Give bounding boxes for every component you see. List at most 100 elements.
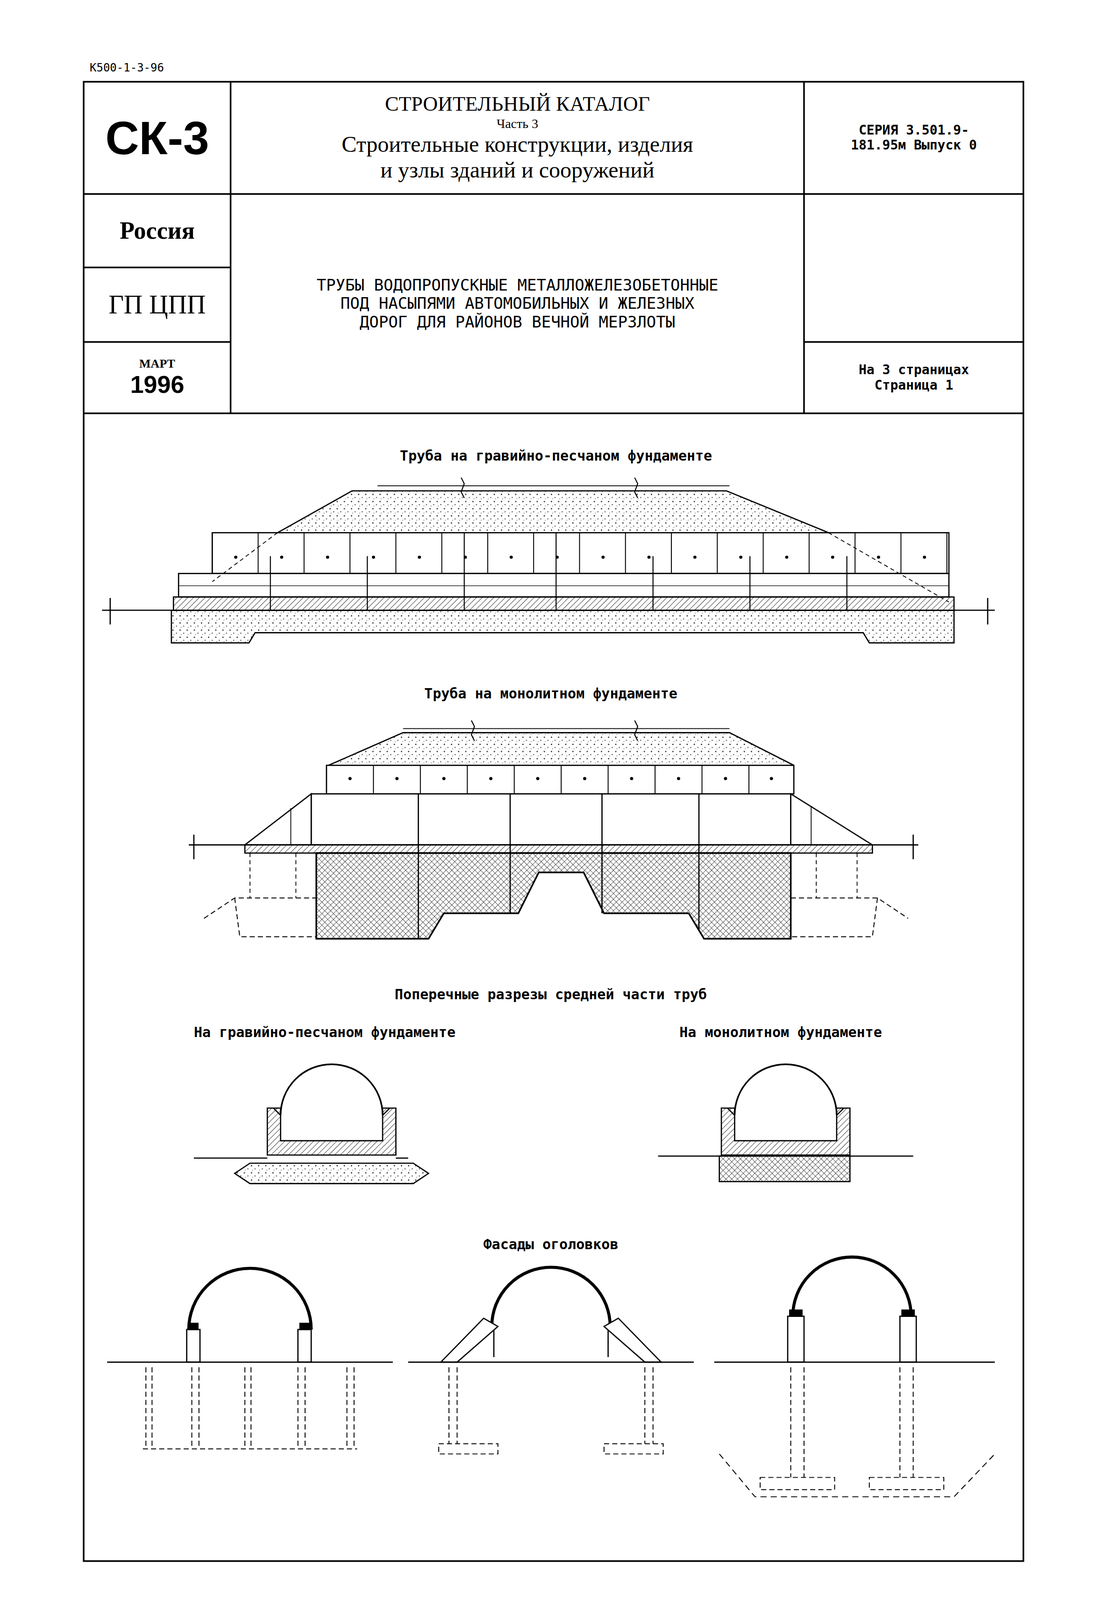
headwall-facades-part bbox=[142, 1367, 358, 1450]
cross-sections-part bbox=[193, 1157, 268, 1160]
pipe-gravel-elevation bbox=[101, 477, 995, 643]
headwall-facades bbox=[106, 1257, 995, 1497]
cross-sections-part bbox=[849, 1155, 913, 1157]
title-text: Часть 3 bbox=[496, 116, 539, 132]
pipe-gravel-elevation-part bbox=[277, 491, 829, 534]
pipe-gravel-elevation-part bbox=[461, 477, 638, 499]
headwall-facades-part bbox=[106, 1361, 393, 1364]
drawing-caption: Фасады оголовков bbox=[483, 1236, 619, 1254]
headwall-facades-part bbox=[188, 1268, 312, 1330]
title-text: МАРТ bbox=[139, 356, 176, 371]
title-text: ГП ЦПП bbox=[108, 289, 206, 320]
title-block-cell: ТРУБЫ ВОДОПРОПУСКНЫЕ МЕТАЛЛОЖЕЛЕЗОБЕТОНН… bbox=[230, 193, 805, 414]
drawing-caption: Труба на монолитном фундаменте bbox=[424, 685, 678, 703]
pipe-gravel-elevation-part bbox=[212, 532, 949, 574]
title-text: На 3 страницах Страница 1 bbox=[850, 362, 977, 393]
cross-sections-part bbox=[234, 1163, 429, 1184]
sheet-frame-part bbox=[803, 81, 805, 414]
pipe-gravel-elevation-part bbox=[377, 485, 730, 487]
headwall-facades-part bbox=[789, 1310, 802, 1317]
pipe-monolith-elevation bbox=[188, 720, 919, 939]
pipe-gravel-elevation-part bbox=[235, 555, 925, 559]
sheet-frame-part bbox=[83, 412, 1024, 414]
pipe-monolith-elevation-part bbox=[790, 793, 873, 845]
headwall-facades-part bbox=[604, 1444, 664, 1455]
title-text: СЕРИЯ 3.501.9-181.95м Выпуск 0 bbox=[850, 122, 977, 153]
headwall-facades-part bbox=[493, 1326, 609, 1358]
title-block-cell: СЕРИЯ 3.501.9-181.95м Выпуск 0 bbox=[804, 81, 1024, 194]
cross-sections-part bbox=[267, 1064, 396, 1155]
pipe-monolith-elevation-part bbox=[328, 732, 794, 766]
title-text: Россия bbox=[119, 216, 195, 245]
pipe-monolith-elevation-part bbox=[326, 765, 794, 794]
pipe-monolith-elevation-part bbox=[244, 845, 873, 854]
headwall-facades-part bbox=[188, 1323, 199, 1330]
drawing-caption: На гравийно-песчаном фундаменте bbox=[193, 1024, 456, 1041]
pipe-gravel-elevation-part bbox=[212, 532, 949, 603]
pipe-monolith-elevation-part bbox=[349, 776, 772, 781]
drawing-caption: На монолитном фундаменте bbox=[679, 1024, 882, 1041]
cross-sections-part bbox=[658, 1155, 722, 1157]
pipe-gravel-elevation-part bbox=[178, 573, 949, 598]
headwall-facades-part bbox=[792, 1257, 912, 1317]
document-code: К500-1-3-96 bbox=[89, 61, 164, 75]
title-text: Строительные конструкции, изделия и узлы… bbox=[307, 131, 728, 183]
pipe-gravel-elevation-part bbox=[171, 610, 955, 643]
sheet-frame-part bbox=[83, 341, 231, 343]
cross-sections-part bbox=[719, 1156, 851, 1183]
pipe-monolith-elevation-part bbox=[204, 897, 909, 937]
pipe-monolith-elevation-part bbox=[326, 765, 794, 794]
title-text: 1996 bbox=[130, 370, 185, 399]
pipe-monolith-elevation-part bbox=[328, 732, 794, 766]
pipe-monolith-elevation-part bbox=[316, 853, 791, 939]
sheet-frame bbox=[83, 81, 1024, 1562]
headwall-facades-part bbox=[440, 1318, 498, 1363]
headwall-facades-part bbox=[299, 1323, 310, 1330]
pipe-gravel-elevation-part bbox=[212, 532, 947, 574]
headwall-facades-part bbox=[787, 1316, 805, 1363]
headwall-facades-part bbox=[186, 1329, 200, 1363]
sheet-frame-part bbox=[229, 81, 232, 414]
drawing-caption: Труба на гравийно-песчаном фундаменте bbox=[399, 447, 713, 465]
title-block-cell: МАРТ1996 bbox=[83, 341, 231, 414]
sheet-frame-part bbox=[83, 266, 231, 269]
pipe-gravel-elevation-part bbox=[173, 597, 955, 611]
cross-sections-part bbox=[395, 1157, 408, 1160]
headwall-facades-part bbox=[298, 1329, 312, 1363]
headwall-facades-part bbox=[604, 1318, 662, 1363]
title-block-cell: На 3 страницах Страница 1 bbox=[804, 341, 1024, 414]
pipe-monolith-elevation-part bbox=[311, 793, 791, 845]
title-block-cell: СК-3 bbox=[83, 81, 231, 194]
title-text: СТРОИТЕЛЬНЫЙ КАТАЛОГ bbox=[384, 92, 650, 117]
pipe-monolith-elevation-part bbox=[244, 793, 312, 845]
pipe-gravel-elevation-part bbox=[277, 491, 829, 534]
title-text: ТРУБЫ ВОДОПРОПУСКНЫЕ МЕТАЛЛОЖЕЛЕЗОБЕТОНН… bbox=[307, 276, 728, 331]
sheet-frame-part bbox=[804, 341, 1024, 343]
headwall-facades-part bbox=[899, 1316, 917, 1363]
sheet-frame-part bbox=[83, 193, 1024, 195]
headwall-facades-part bbox=[902, 1310, 915, 1317]
pipe-gravel-elevation-part bbox=[110, 598, 988, 625]
sheet-frame-part bbox=[83, 81, 1024, 1562]
title-block-cell: СТРОИТЕЛЬНЫЙ КАТАЛОГЧасть 3Строительные … bbox=[230, 81, 805, 194]
drawing-caption: Поперечные разрезы средней части труб bbox=[394, 986, 707, 1004]
pipe-monolith-elevation-part bbox=[471, 720, 638, 741]
pipe-monolith-elevation-part bbox=[418, 793, 699, 939]
pipe-monolith-elevation-part bbox=[290, 806, 812, 846]
pipe-monolith-elevation-part bbox=[249, 853, 857, 898]
headwall-facades-part bbox=[714, 1361, 996, 1364]
pipe-monolith-elevation-part bbox=[403, 728, 730, 730]
cross-sections-part bbox=[721, 1064, 850, 1155]
headwall-facades-part bbox=[408, 1361, 694, 1364]
pipe-monolith-elevation-part bbox=[188, 844, 919, 846]
title-block-cell: Россия bbox=[83, 193, 231, 268]
headwall-facades-part bbox=[438, 1444, 499, 1455]
headwall-facades-part bbox=[719, 1453, 996, 1497]
pipe-gravel-elevation-part bbox=[178, 585, 949, 586]
title-text: СК-3 bbox=[105, 111, 209, 165]
title-block-cell: ГП ЦПП bbox=[83, 267, 231, 342]
headwall-facades-part bbox=[491, 1267, 611, 1327]
headwall-facades-part bbox=[790, 1367, 914, 1478]
pipe-gravel-elevation-part bbox=[101, 609, 995, 612]
